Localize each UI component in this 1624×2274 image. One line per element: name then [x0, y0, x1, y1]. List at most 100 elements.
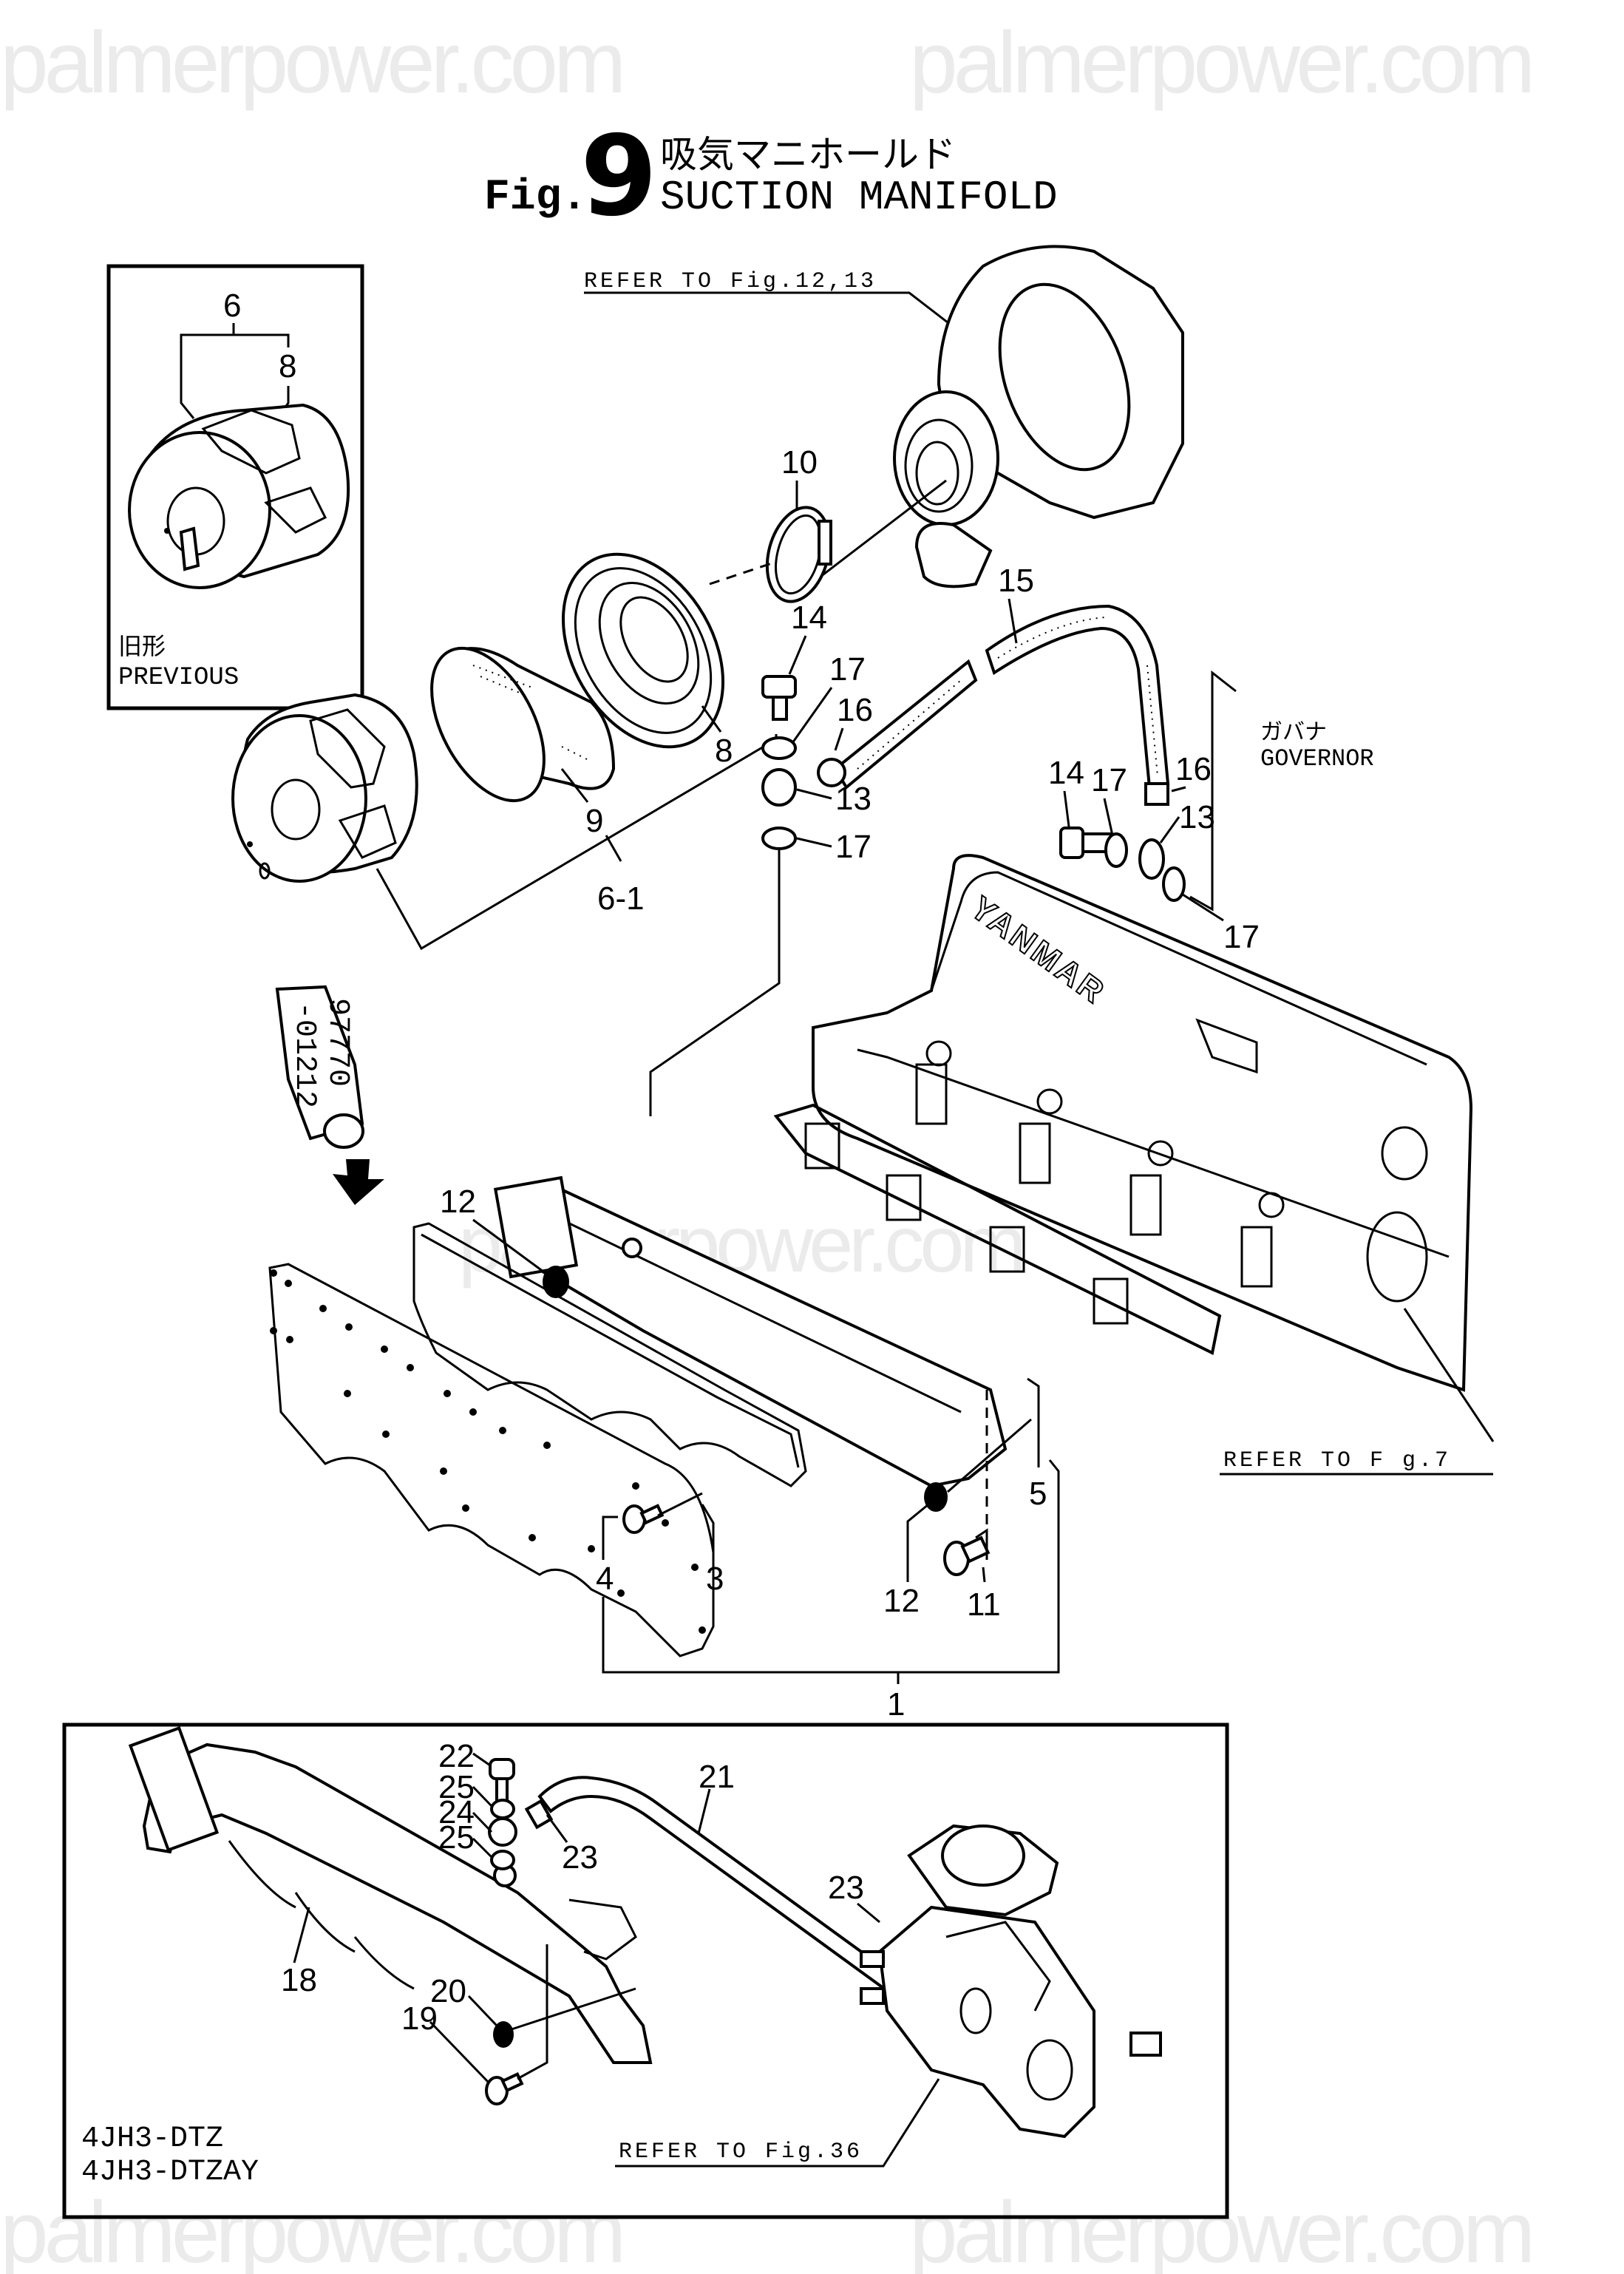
axis-plug-20 — [511, 1987, 636, 2031]
callout-14b: 14 — [1048, 755, 1084, 791]
reference-injection-pump: REFER TO Fig.36 — [619, 2139, 863, 2165]
plug-12a — [543, 1266, 569, 1298]
reference-injection-pump-underline — [615, 2078, 940, 2168]
leader-16b — [1171, 786, 1186, 792]
banjo-stack-inset — [488, 1758, 517, 1870]
callout-8: 8 — [715, 733, 733, 769]
leader-12a — [472, 1218, 544, 1273]
callout-1: 1 — [887, 1686, 905, 1723]
callout-19: 19 — [401, 2000, 438, 2037]
leader-14a — [788, 635, 807, 675]
axis-bolt-4 — [657, 1492, 703, 1517]
leader-16a — [834, 727, 844, 751]
callout-4: 4 — [596, 1561, 614, 1597]
leader-17b — [796, 837, 832, 848]
leader-8 — [701, 705, 722, 733]
leader-20 — [467, 1995, 498, 2027]
sealant-part-number-line1: 97770 — [321, 998, 354, 1087]
fig-prefix: Fig. — [484, 174, 587, 222]
previous-air-filter-drawing — [128, 403, 350, 589]
callout-25b: 25 — [438, 1819, 475, 1856]
watermark-top-right: palmerpower.com — [909, 14, 1531, 112]
axis-bolt-11 — [975, 1528, 988, 1560]
apply-arrow-icon — [333, 1159, 384, 1205]
leader-12b — [906, 1503, 929, 1582]
leader-18 — [293, 1907, 310, 1964]
leader-inset-6 — [180, 324, 235, 419]
breather-hose-15 — [817, 604, 1170, 806]
reference-cylinder-head: REFER TO F g.7 — [1223, 1448, 1451, 1473]
callout-9: 9 — [585, 803, 603, 839]
callout-21: 21 — [699, 1759, 735, 1795]
leader-4 — [602, 1516, 618, 1560]
banjo-bolt-stack-left — [761, 675, 797, 850]
callout-16b: 16 — [1175, 751, 1212, 787]
callout-17b: 17 — [835, 829, 872, 865]
previous-inset-frame — [106, 264, 364, 710]
reference-turbo-underline — [584, 291, 962, 334]
figure-title: Fig. 9 吸気マニホールド SUCTION MANIFOLD — [484, 112, 1058, 241]
previous-inset: 6 8 旧形 PREVIOUS — [106, 264, 364, 710]
manifold-gasket-inner — [412, 1222, 807, 1487]
leader-23b — [857, 1902, 880, 1924]
air-filter-cover-8 — [561, 552, 725, 749]
callout-25a: 25 — [438, 1769, 475, 1805]
previous-label-english: PREVIOUS — [118, 664, 239, 692]
callout-3: 3 — [706, 1561, 724, 1597]
leader-13a — [796, 788, 832, 800]
callout-5: 5 — [1029, 1476, 1047, 1512]
filter-element-9 — [430, 646, 616, 803]
callout-11: 11 — [967, 1586, 1001, 1623]
callout-inset-6: 6 — [223, 288, 241, 324]
injection-pump-drawing — [860, 1824, 1162, 2139]
callout-10: 10 — [781, 444, 818, 481]
variant-inset: 18 22 25 24 25 21 23 — [62, 1723, 1229, 2219]
leader-23a — [546, 1814, 568, 1843]
callout-23b: 23 — [828, 1870, 864, 1906]
callout-12a: 12 — [440, 1184, 476, 1220]
governor-bracket — [1189, 758, 1214, 912]
title-english: SUCTION MANIFOLD — [660, 174, 1058, 221]
title-japanese: 吸気マニホールド — [660, 133, 956, 176]
callout-12b: 12 — [883, 1583, 920, 1619]
fig-number: 9 — [580, 112, 657, 241]
axis-line-8-10 — [709, 560, 777, 586]
axis-bolt-19 — [517, 1944, 548, 2080]
model-label-2: 4JH3-DTZAY — [81, 2156, 259, 2189]
callout-20: 20 — [430, 1973, 466, 2009]
turbo-axis-line — [820, 479, 947, 578]
manifold-gasket-3 — [268, 1263, 715, 1657]
leader-9 — [560, 768, 589, 803]
callout-17a: 17 — [829, 651, 866, 688]
gasket-5 — [773, 1103, 1222, 1355]
leader-inset-6b — [234, 333, 290, 347]
callout-inset-8: 8 — [279, 348, 296, 384]
air-filter-case-6-1 — [231, 693, 418, 883]
sealant-part-number-line2: -01212 — [288, 1002, 321, 1108]
callout-13a: 13 — [835, 781, 872, 817]
cylinder-head-drawing: YANMAR — [812, 854, 1495, 1442]
callout-15: 15 — [998, 563, 1034, 599]
callout-17d: 17 — [1223, 919, 1260, 955]
watermark-top-left: palmerpower.com — [0, 14, 622, 112]
watermark-group: palmerpower.com palmerpower.com palmerpo… — [0, 14, 1535, 2274]
watermark-bottom-right: palmerpower.com — [909, 2184, 1531, 2274]
model-label-1: 4JH3-DTZ — [81, 2122, 223, 2156]
previous-label-japanese: 旧形 — [118, 632, 166, 660]
hose-clamp-10 — [765, 506, 832, 603]
banjo-bolt-stack-right — [1059, 827, 1186, 902]
leader-head-ref — [1403, 1308, 1495, 1442]
callout-23a: 23 — [562, 1839, 598, 1876]
governor-bracket-top — [1211, 670, 1237, 758]
leader-24 — [472, 1811, 493, 1833]
callout-24: 24 — [438, 1794, 475, 1830]
leader-stack-to-manifold — [649, 850, 781, 1116]
leader-11 — [982, 1567, 986, 1583]
leader-13b — [1159, 816, 1180, 844]
callout-17c: 17 — [1091, 762, 1127, 798]
callout-13b: 13 — [1179, 799, 1215, 835]
reference-turbo: REFER TO Fig.12,13 — [584, 269, 877, 294]
callout-6-1: 6-1 — [597, 880, 645, 917]
callout-16a: 16 — [837, 692, 873, 728]
